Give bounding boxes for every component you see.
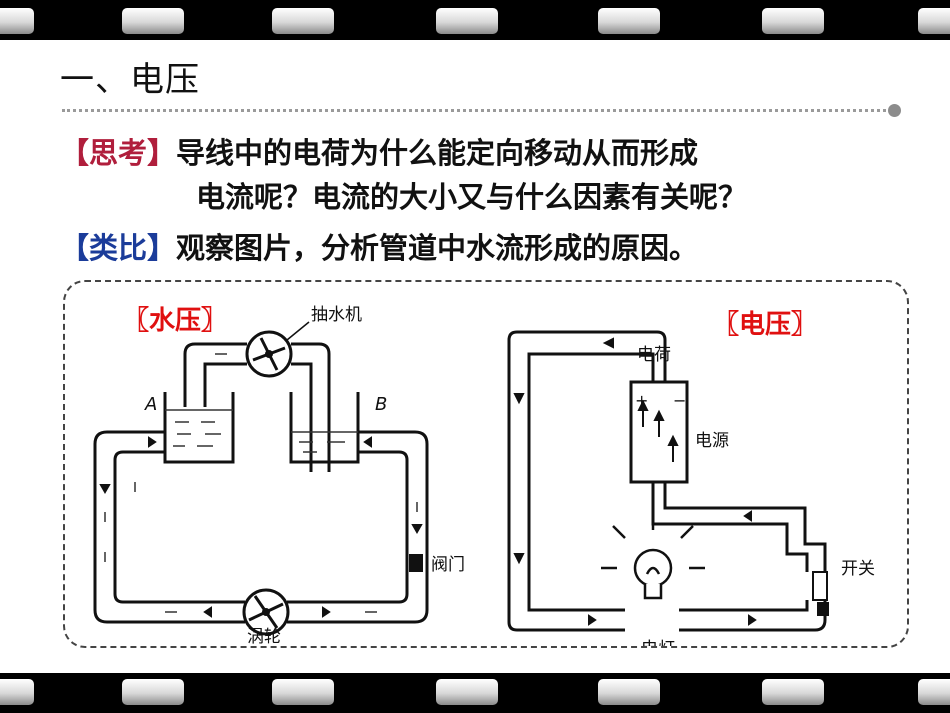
minus-sign: −	[673, 391, 686, 410]
turbine-icon	[242, 588, 290, 636]
slide: 一、电压 【思考】导线中的电荷为什么能定向移动从而形成 电流呢？电流的大小又与什…	[0, 40, 950, 673]
lamp-icon	[601, 514, 705, 600]
pump-label: 抽水机	[311, 305, 362, 325]
film-hole	[0, 8, 34, 34]
film-strip-top	[0, 0, 950, 40]
film-hole	[122, 679, 184, 705]
think-line-2: 电流呢？电流的大小又与什么因素有关呢？	[196, 180, 748, 214]
valve-label: 阀门	[431, 555, 465, 575]
film-hole	[598, 8, 660, 34]
film-hole	[918, 679, 950, 705]
tank-a-label: A	[144, 394, 157, 415]
water-fill	[104, 353, 418, 613]
charge-arrows	[513, 337, 757, 626]
valve-icon	[409, 554, 423, 572]
water-circuit	[93, 342, 429, 624]
film-strip-bottom	[0, 673, 950, 713]
film-hole	[122, 8, 184, 34]
title-divider	[62, 109, 892, 112]
switch-knob	[817, 602, 829, 616]
film-hole	[272, 679, 334, 705]
charge-label: 电荷	[637, 345, 671, 365]
switch-icon	[812, 571, 828, 601]
water-arrows	[99, 436, 423, 618]
think-line-1: 【思考】导线中的电荷为什么能定向移动从而形成	[60, 130, 698, 172]
think-tag: 【思考】	[60, 136, 177, 170]
film-hole	[0, 679, 34, 705]
divider-dot	[888, 104, 901, 117]
analogy-text: 观察图片，分析管道中水流形成的原因。	[176, 231, 699, 265]
pump-icon	[245, 330, 293, 378]
film-hole	[762, 679, 824, 705]
diagram-panel: 〖水压〗 〖电压〗	[63, 280, 909, 648]
film-hole	[598, 679, 660, 705]
film-hole	[762, 8, 824, 34]
slide-title: 一、电压	[60, 60, 200, 100]
tank-b-label: B	[375, 394, 387, 415]
film-hole	[918, 8, 950, 34]
power-label: 电源	[695, 431, 729, 451]
analogy-tag: 【类比】	[60, 231, 177, 265]
film-hole	[436, 8, 498, 34]
think-text-1: 导线中的电荷为什么能定向移动从而形成	[176, 136, 699, 170]
film-hole	[272, 8, 334, 34]
turbine-label: 涡轮	[247, 627, 281, 646]
analogy-line: 【类比】观察图片，分析管道中水流形成的原因。	[60, 225, 698, 267]
switch-label: 开关	[841, 559, 875, 579]
voltage-label: 〖电压〗	[713, 310, 818, 340]
lamp-label: 电灯	[641, 639, 675, 646]
film-hole	[436, 679, 498, 705]
water-pressure-label: 〖水压〗	[123, 306, 228, 336]
diagram-figure: 抽水机 涡轮 阀门 A B +	[93, 305, 875, 646]
plus-sign: +	[635, 391, 648, 410]
